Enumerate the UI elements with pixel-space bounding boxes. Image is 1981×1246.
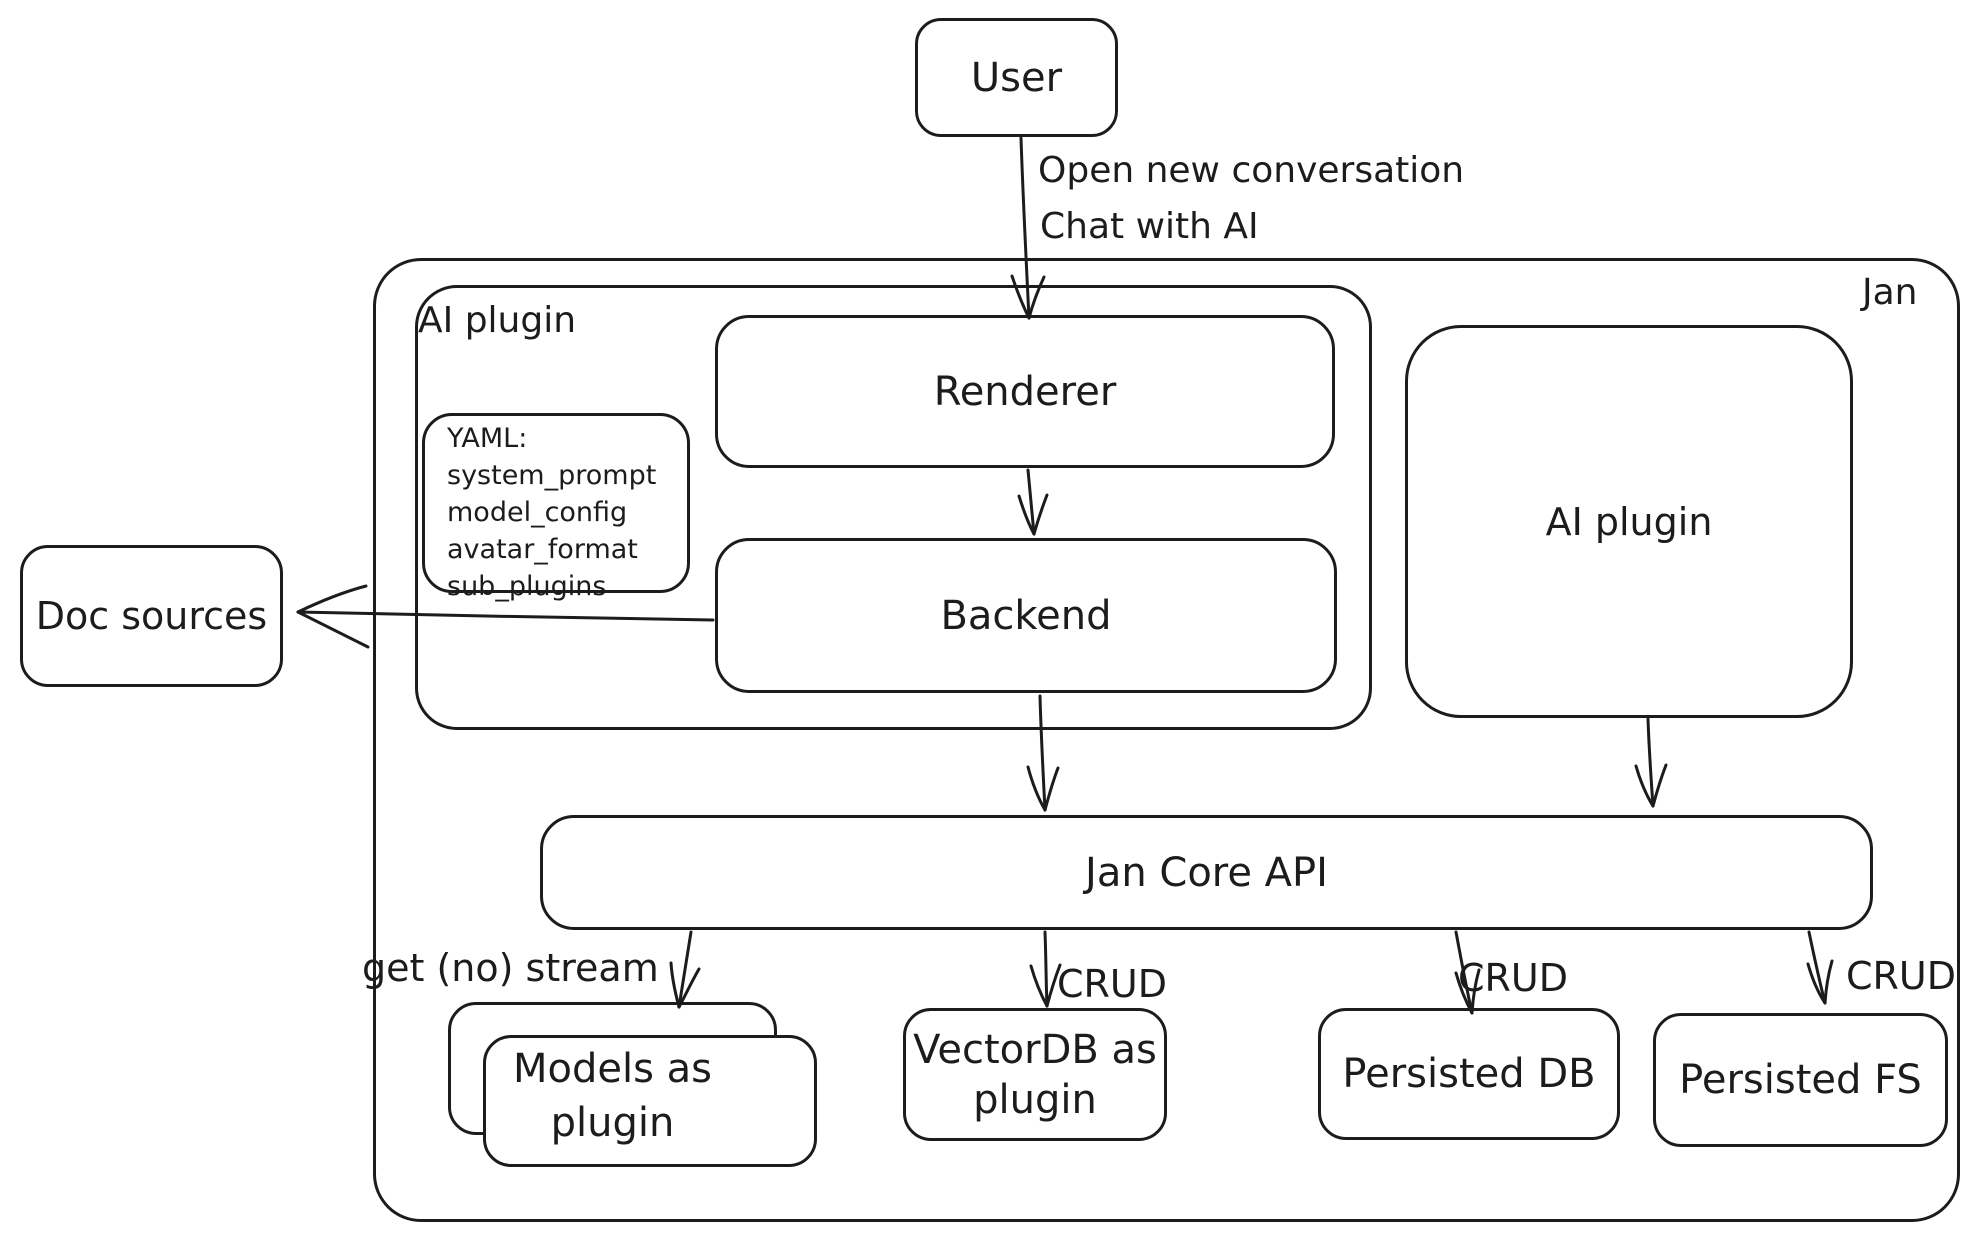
yaml-line-1: YAML: [447,423,528,454]
backend-box: Backend [715,538,1337,693]
models-as-plugin-line-1: Models as [512,1046,712,1092]
yaml-line-4: avatar_format [447,534,638,565]
edge-label-crud-persisted-fs: CRUD [1846,954,1957,998]
yaml-line-2: system_prompt [447,460,657,491]
vectordb-line-1: VectorDB as [913,1026,1157,1073]
persisted-fs-box: Persisted FS [1653,1013,1948,1147]
jan-core-api-box: Jan Core API [540,815,1873,930]
models-as-plugin-front-box [483,1035,817,1167]
yaml-note-text: YAML: system_prompt model_config avatar_for… [447,420,656,605]
ai-plugin-right-box: AI plugin [1405,325,1853,718]
renderer-box: Renderer [715,315,1335,468]
edge-label-chat-with-ai: Chat with AI [1040,206,1259,247]
persisted-fs-label: Persisted FS [1679,1057,1922,1103]
user-label: User [970,54,1063,101]
jan-core-api-label: Jan Core API [1085,849,1328,896]
models-as-plugin-label: Models as plugin [450,1042,775,1150]
persisted-db-label: Persisted DB [1342,1051,1596,1097]
renderer-label: Renderer [933,368,1117,415]
vectordb-line-2: plugin [973,1076,1097,1123]
ai-plugin-group-label: AI plugin [418,300,577,341]
yaml-note-box [422,413,690,593]
yaml-line-3: model_config [447,497,628,528]
ai-plugin-right-label: AI plugin [1545,499,1713,544]
backend-label: Backend [940,592,1112,639]
edge-label-open-new-conversation: Open new conversation [1038,150,1465,191]
yaml-line-5: sub_plugins [447,571,607,602]
edge-label-crud-vectordb: CRUD [1057,962,1168,1006]
jan-label: Jan [1862,272,1918,313]
edge-label-get-no-stream: get (no) stream [362,946,659,990]
doc-sources-box: Doc sources [20,545,283,687]
doc-sources-label: Doc sources [35,594,268,638]
models-as-plugin-line-2: plugin [550,1100,675,1146]
user-box: User [915,18,1118,137]
persisted-db-box: Persisted DB [1318,1008,1620,1140]
edge-label-crud-persisted-db: CRUD [1458,956,1569,1000]
